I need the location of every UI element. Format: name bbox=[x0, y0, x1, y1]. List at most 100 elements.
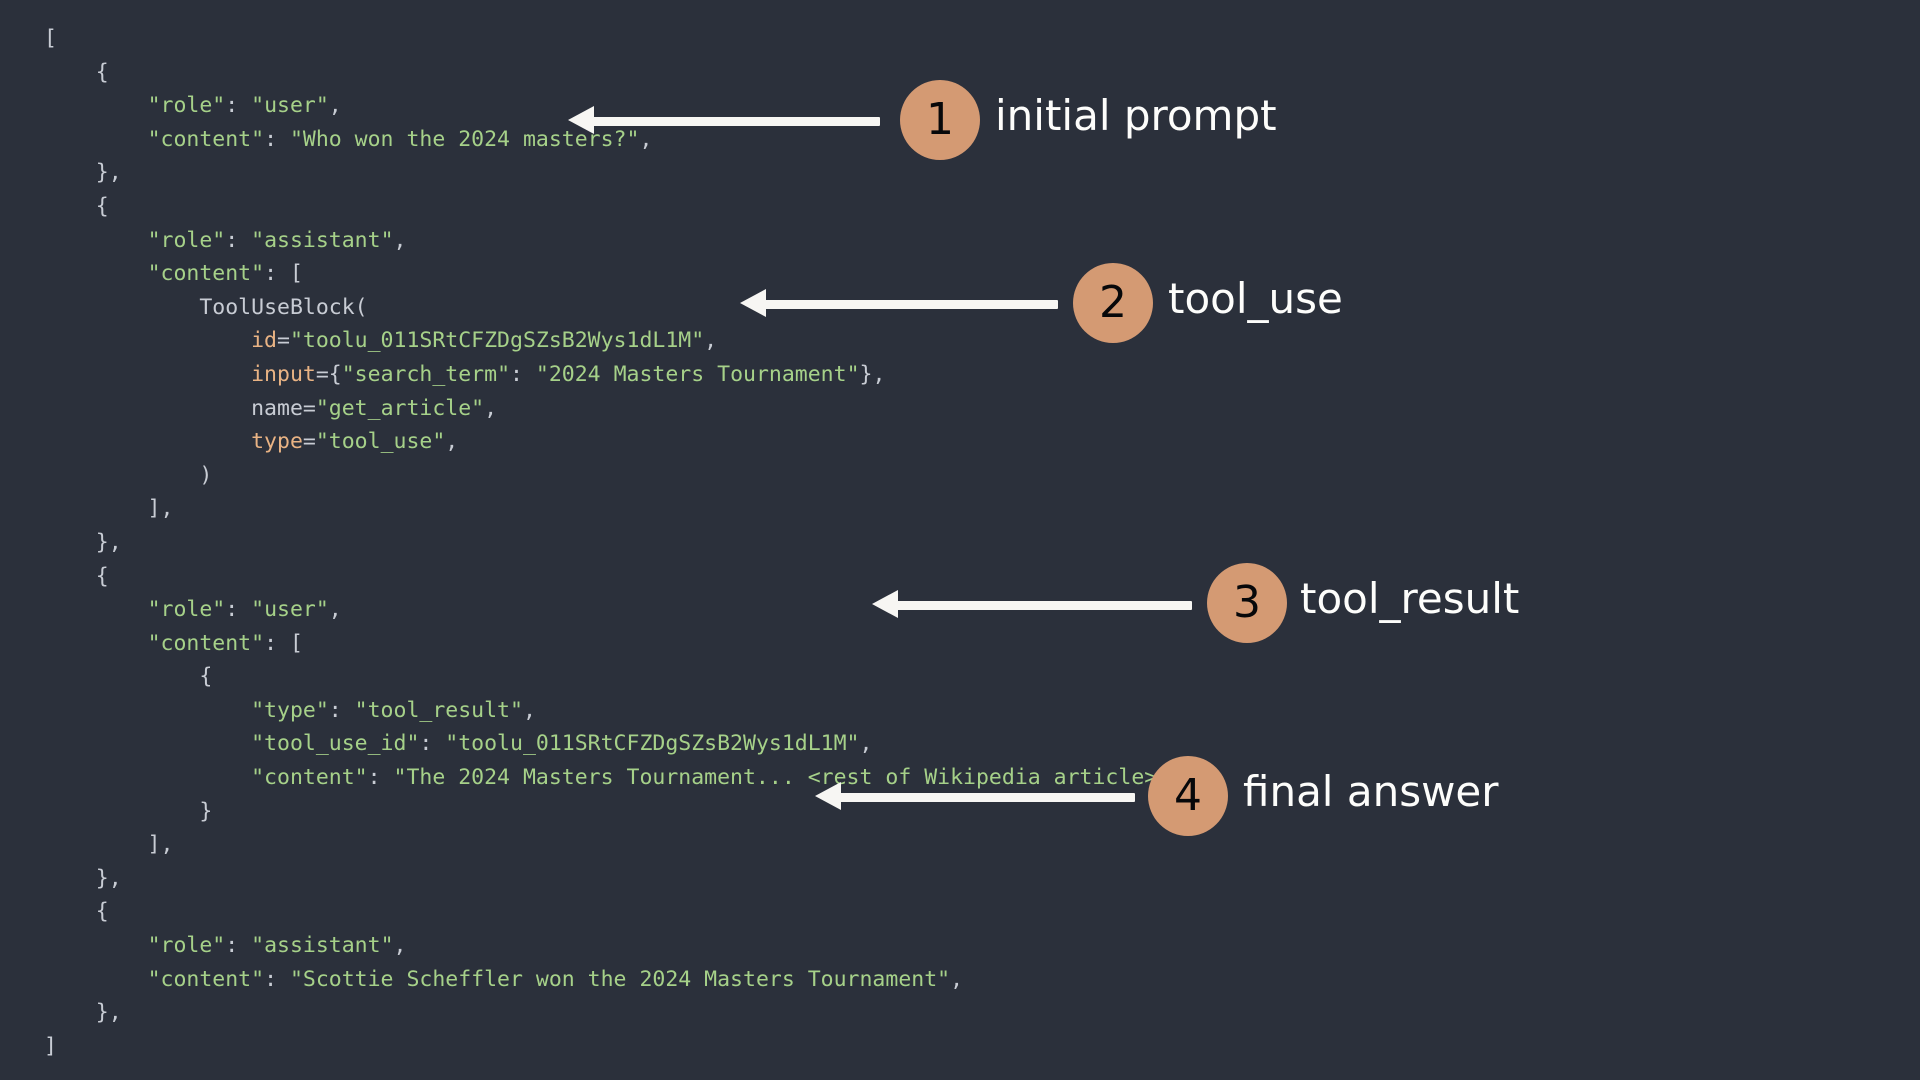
code-token: "Who won the 2024 masters?" bbox=[289, 126, 640, 152]
code-token: type bbox=[251, 429, 303, 455]
code-line: }, bbox=[44, 156, 1183, 190]
code-token: "role" bbox=[147, 93, 226, 119]
code-token bbox=[44, 698, 251, 723]
code-token: , bbox=[393, 933, 407, 959]
code-line: "role": "user", bbox=[44, 593, 1183, 627]
code-line: ], bbox=[44, 492, 1183, 526]
code-token: ], bbox=[44, 496, 174, 522]
callout-badge: 2 bbox=[1073, 263, 1153, 343]
code-line: "content": "Scottie Scheffler won the 20… bbox=[44, 963, 1183, 997]
arrow-head bbox=[872, 590, 898, 618]
code-line: ] bbox=[44, 1030, 1183, 1064]
code-token: "Scottie Scheffler won the 2024 Masters … bbox=[289, 966, 951, 992]
code-token bbox=[44, 933, 148, 958]
code-token: ], bbox=[44, 832, 174, 858]
code-token: , bbox=[950, 966, 964, 992]
code-token: input bbox=[251, 361, 316, 387]
callout-label: final answer bbox=[1243, 767, 1499, 816]
code-token: , bbox=[393, 227, 407, 253]
code-token: "tool_use" bbox=[315, 429, 446, 455]
code-token: : [ bbox=[264, 261, 303, 287]
code-token: ) bbox=[44, 462, 213, 488]
arrow-left-icon bbox=[740, 289, 1058, 317]
code-token bbox=[44, 228, 148, 253]
callout-label: initial prompt bbox=[995, 91, 1277, 140]
arrow-head bbox=[815, 782, 841, 810]
code-token: [ bbox=[44, 26, 57, 51]
code-line: }, bbox=[44, 862, 1183, 896]
code-line: }, bbox=[44, 996, 1183, 1030]
code-token bbox=[44, 765, 251, 790]
code-token: }, bbox=[44, 160, 122, 186]
code-token: "content" bbox=[147, 630, 265, 656]
code-line: "role": "assistant", bbox=[44, 224, 1183, 258]
callout-label: tool_result bbox=[1300, 574, 1520, 623]
code-line: "role": "assistant", bbox=[44, 929, 1183, 963]
code-token: , bbox=[522, 697, 536, 723]
code-token: : bbox=[225, 933, 252, 959]
code-token: "assistant" bbox=[251, 933, 394, 959]
code-token: "get_article" bbox=[315, 395, 485, 421]
code-token: = bbox=[302, 429, 316, 455]
code-line: }, bbox=[44, 526, 1183, 560]
code-token: { bbox=[44, 59, 109, 85]
code-token: } bbox=[44, 798, 213, 824]
code-token bbox=[44, 396, 251, 421]
arrow-left-icon bbox=[815, 782, 1135, 810]
code-line: "content": "The 2024 Masters Tournament.… bbox=[44, 761, 1183, 795]
code-line: name="get_article", bbox=[44, 392, 1183, 426]
code-token: , bbox=[704, 328, 718, 354]
code-token: "user" bbox=[251, 597, 329, 623]
code-token: { bbox=[44, 193, 109, 219]
code-line: "role": "user", bbox=[44, 89, 1183, 123]
code-token: : bbox=[225, 227, 252, 253]
code-token: : bbox=[264, 966, 290, 992]
code-token: "tool_result" bbox=[354, 697, 523, 723]
code-token: }, bbox=[44, 529, 122, 555]
code-token: { bbox=[44, 664, 213, 690]
code-token: "user" bbox=[251, 93, 329, 119]
code-token: ToolUseBlock( bbox=[199, 294, 368, 320]
code-token: : bbox=[225, 93, 252, 119]
code-token: "type" bbox=[251, 697, 329, 723]
code-token: , bbox=[639, 126, 653, 152]
code-line: "content": [ bbox=[44, 627, 1183, 661]
code-token bbox=[44, 362, 251, 387]
code-line: id="toolu_011SRtCFZDgSZsB2Wys1dL1M", bbox=[44, 324, 1183, 358]
code-token: "content" bbox=[147, 261, 265, 287]
code-token bbox=[44, 261, 148, 286]
code-token: id bbox=[251, 328, 277, 354]
code-line: "tool_use_id": "toolu_011SRtCFZDgSZsB2Wy… bbox=[44, 727, 1183, 761]
code-token: "content" bbox=[147, 966, 265, 992]
code-token: name bbox=[251, 395, 303, 421]
code-token: "search_term" bbox=[341, 361, 511, 387]
arrow-head bbox=[568, 106, 594, 134]
code-token: : [ bbox=[264, 630, 303, 656]
code-token: : bbox=[419, 731, 446, 757]
arrow-shaft bbox=[762, 300, 1058, 309]
code-token: }, bbox=[44, 1000, 122, 1026]
code-token: ] bbox=[44, 1033, 57, 1059]
code-token: , bbox=[445, 429, 459, 455]
code-line: { bbox=[44, 560, 1183, 594]
arrow-shaft bbox=[894, 601, 1192, 610]
code-token: : bbox=[264, 126, 290, 152]
code-token: , bbox=[484, 395, 498, 421]
code-token: , bbox=[328, 93, 342, 119]
arrow-head bbox=[740, 289, 766, 317]
code-token bbox=[44, 967, 148, 992]
code-line: { bbox=[44, 660, 1183, 694]
code-token: "toolu_011SRtCFZDgSZsB2Wys1dL1M" bbox=[289, 328, 705, 354]
code-token: ={ bbox=[315, 361, 342, 387]
code-token: "content" bbox=[251, 765, 368, 791]
code-token: "toolu_011SRtCFZDgSZsB2Wys1dL1M" bbox=[445, 731, 860, 757]
code-token: , bbox=[859, 731, 873, 757]
code-token: = bbox=[302, 395, 316, 421]
code-token: : bbox=[367, 765, 394, 791]
code-line: input={"search_term": "2024 Masters Tour… bbox=[44, 358, 1183, 392]
code-token: "role" bbox=[147, 597, 226, 623]
code-token bbox=[44, 127, 148, 152]
code-token: : bbox=[225, 597, 252, 623]
code-token: { bbox=[44, 899, 109, 925]
